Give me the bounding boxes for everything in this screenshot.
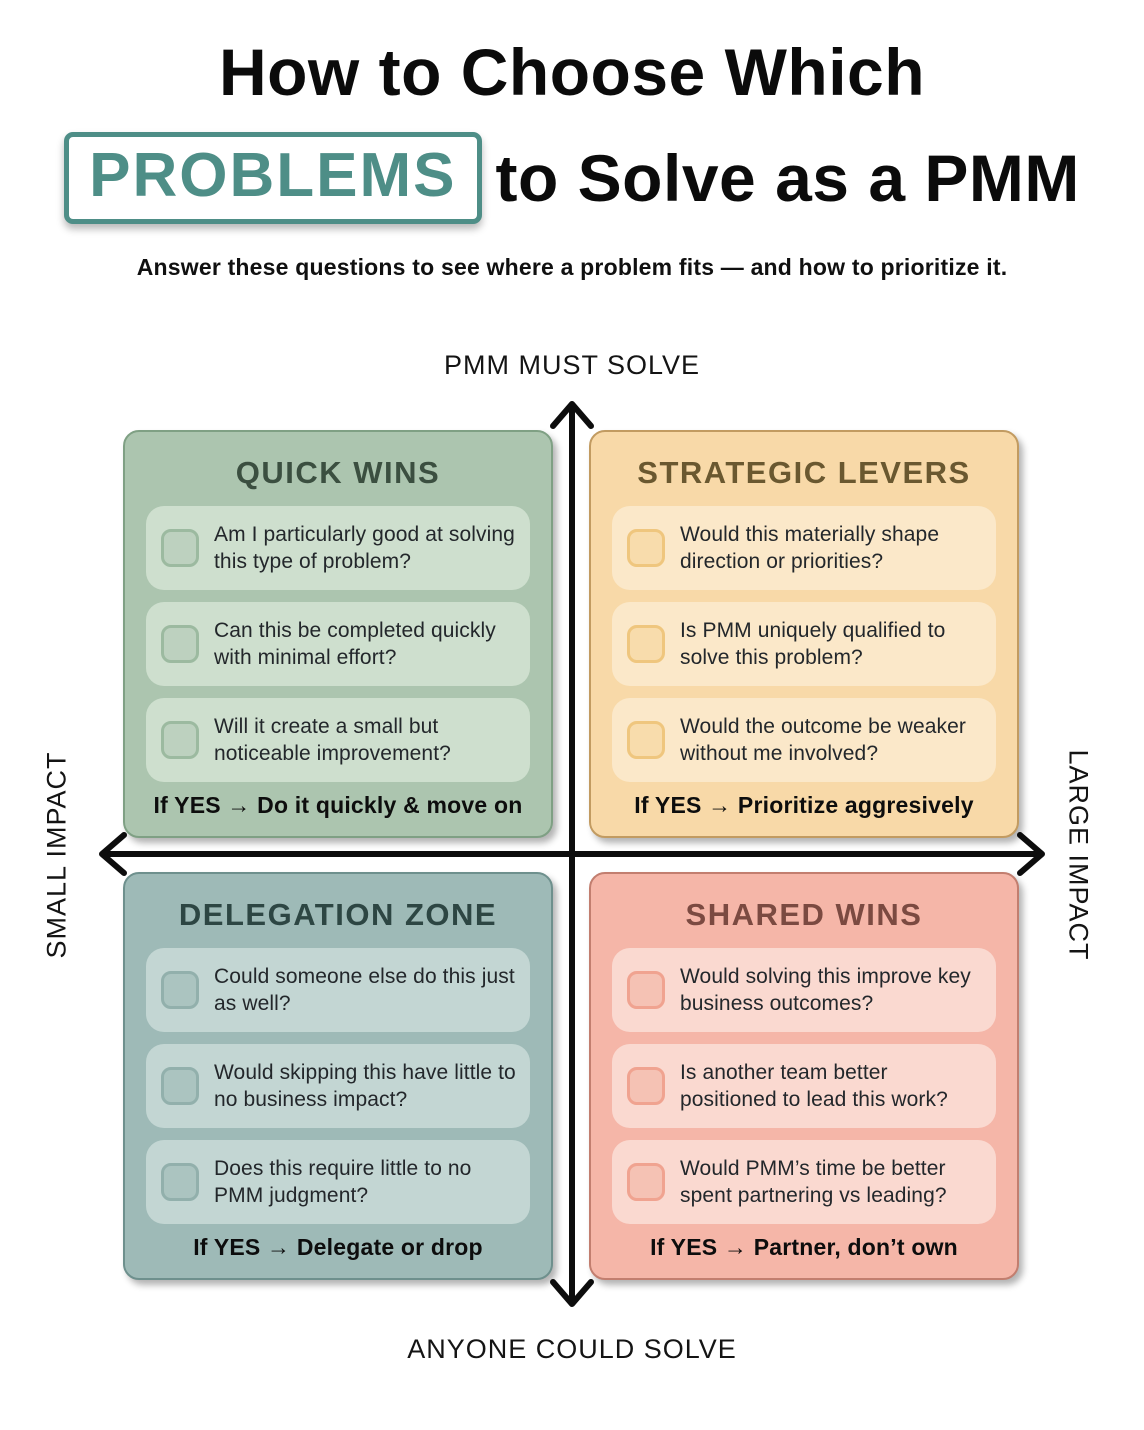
quadrant-title: QUICK WINS bbox=[235, 455, 441, 490]
checklist-item-text: Would PMM’s time be better spent partner… bbox=[680, 1156, 947, 1208]
up-arrowhead-icon bbox=[550, 401, 594, 429]
checklist-item: Would solving this improve key business … bbox=[612, 948, 996, 1033]
right-arrowhead-icon bbox=[1017, 832, 1045, 876]
quadrant-strategic-levers: STRATEGIC LEVERS Would this materially s… bbox=[589, 430, 1019, 838]
problems-highlight-text: PROBLEMS bbox=[89, 141, 457, 210]
page-title-line2: PROBLEMS to Solve as a PMM bbox=[0, 132, 1144, 224]
checkbox-icon bbox=[627, 625, 665, 664]
page-title-line2-rest: to Solve as a PMM bbox=[495, 141, 1080, 215]
checklist-item-text: Would skipping this have little to no bu… bbox=[214, 1060, 516, 1112]
quadrant-shared-wins: SHARED WINS Would solving this improve k… bbox=[589, 872, 1019, 1280]
checklist-item: Can this be completed quickly with minim… bbox=[146, 602, 530, 687]
checklist-item: Would skipping this have little to no bu… bbox=[146, 1044, 530, 1129]
quadrant-title: STRATEGIC LEVERS bbox=[637, 455, 971, 490]
checkbox-icon bbox=[627, 971, 665, 1010]
quadrant-footer: If YES → Do it quickly & move on bbox=[153, 792, 523, 818]
checklist-item: Would this materially shape direction or… bbox=[612, 506, 996, 591]
down-arrowhead-icon bbox=[550, 1279, 594, 1307]
quadrant-footer: If YES → Delegate or drop bbox=[193, 1234, 483, 1260]
page-title-line1: How to Choose Which bbox=[218, 35, 926, 109]
problems-highlight-box: PROBLEMS bbox=[64, 132, 482, 224]
checklist-item: Am I particularly good at solving this t… bbox=[146, 506, 530, 591]
checkbox-icon bbox=[161, 721, 199, 760]
axis-label-left: SMALL IMPACT bbox=[41, 751, 72, 959]
checkbox-icon bbox=[161, 1067, 199, 1106]
checkbox-icon bbox=[627, 721, 665, 760]
checklist-item-text: Does this require little to no PMM judgm… bbox=[214, 1156, 472, 1208]
checklist-item-text: Is PMM uniquely qualified to solve this … bbox=[680, 618, 946, 670]
checklist-item: Would the outcome be weaker without me i… bbox=[612, 698, 996, 783]
axis-label-top: PMM MUST SOLVE bbox=[443, 350, 701, 380]
checklist-item-text: Would solving this improve key business … bbox=[680, 964, 971, 1016]
checklist-item: Will it create a small but noticeable im… bbox=[146, 698, 530, 783]
checklist-item: Is another team better positioned to lea… bbox=[612, 1044, 996, 1129]
checklist: Would solving this improve key business … bbox=[612, 948, 996, 1225]
axis-label-bottom: ANYONE COULD SOLVE bbox=[407, 1334, 737, 1364]
checklist-item-text: Is another team better positioned to lea… bbox=[680, 1060, 948, 1112]
axis-label-right: LARGE IMPACT bbox=[1063, 749, 1094, 961]
checkbox-icon bbox=[627, 1163, 665, 1202]
checklist-item-text: Would this materially shape direction or… bbox=[680, 522, 940, 574]
checklist: Could someone else do this just as well?… bbox=[146, 948, 530, 1225]
quadrant-footer: If YES → Prioritize aggresively bbox=[634, 792, 974, 818]
checklist-item-text: Will it create a small but noticeable im… bbox=[214, 714, 451, 766]
checkbox-icon bbox=[161, 625, 199, 664]
left-arrowhead-icon bbox=[99, 832, 127, 876]
checkbox-icon bbox=[161, 529, 199, 568]
checkbox-icon bbox=[627, 1067, 665, 1106]
checkbox-icon bbox=[161, 971, 199, 1010]
quadrant-title: DELEGATION ZONE bbox=[178, 897, 498, 932]
checklist-item-text: Am I particularly good at solving this t… bbox=[214, 522, 515, 574]
checklist-item: Would PMM’s time be better spent partner… bbox=[612, 1140, 996, 1225]
subtitle: Answer these questions to see where a pr… bbox=[136, 254, 1008, 280]
checklist: Would this materially shape direction or… bbox=[612, 506, 996, 783]
checklist-item: Is PMM uniquely qualified to solve this … bbox=[612, 602, 996, 687]
checklist-item-text: Could someone else do this just as well? bbox=[214, 964, 515, 1016]
checklist: Am I particularly good at solving this t… bbox=[146, 506, 530, 783]
quadrant-footer: If YES → Partner, don’t own bbox=[650, 1234, 958, 1260]
checklist-item-text: Can this be completed quickly with minim… bbox=[214, 618, 496, 670]
quadrant-title: SHARED WINS bbox=[685, 897, 923, 932]
checkbox-icon bbox=[627, 529, 665, 568]
quadrant-delegation-zone: DELEGATION ZONE Could someone else do th… bbox=[123, 872, 553, 1280]
checklist-item-text: Would the outcome be weaker without me i… bbox=[680, 714, 966, 766]
quadrant-quick-wins: QUICK WINS Am I particularly good at sol… bbox=[123, 430, 553, 838]
checkbox-icon bbox=[161, 1163, 199, 1202]
checklist-item: Does this require little to no PMM judgm… bbox=[146, 1140, 530, 1225]
checklist-item: Could someone else do this just as well? bbox=[146, 948, 530, 1033]
